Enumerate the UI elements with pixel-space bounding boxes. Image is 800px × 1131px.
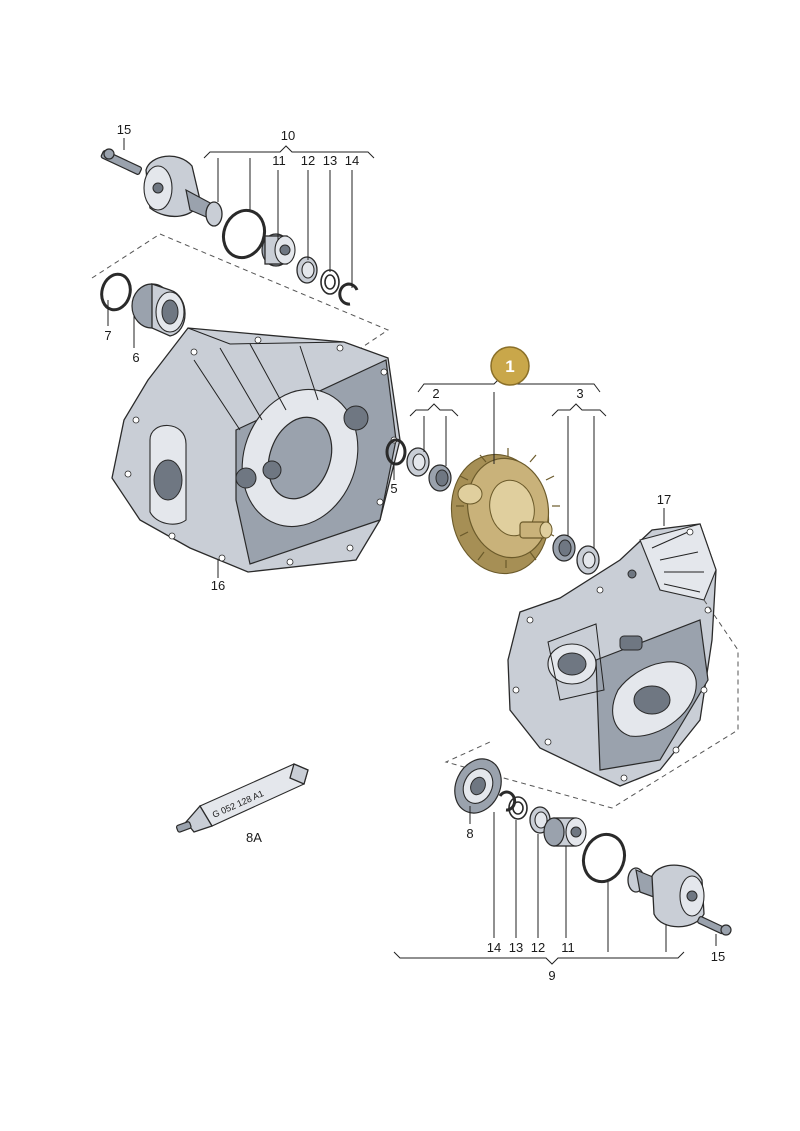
bearing-race-2[interactable] bbox=[406, 447, 430, 477]
callout-10: 10 bbox=[281, 128, 295, 143]
sealant-tube-8a[interactable]: G 052 128 A1 bbox=[175, 763, 309, 833]
seal-7[interactable] bbox=[98, 271, 134, 313]
callout-12-bottom: 12 bbox=[531, 940, 545, 955]
dashed-outline-right bbox=[444, 599, 739, 809]
callout-15-top: 15 bbox=[117, 122, 131, 137]
callout-11-top: 11 bbox=[272, 153, 286, 168]
callout-13-bottom: 13 bbox=[509, 940, 523, 955]
callout-9: 9 bbox=[548, 968, 555, 983]
shim-lower-13[interactable] bbox=[508, 796, 528, 820]
badge-number: 1 bbox=[505, 357, 514, 376]
callout-12-top: 12 bbox=[301, 153, 315, 168]
circlip-lower-14[interactable] bbox=[498, 790, 517, 812]
bearing-lower-11[interactable] bbox=[543, 817, 587, 847]
callout-14-top: 14 bbox=[345, 153, 359, 168]
bearing-upper-11[interactable] bbox=[261, 233, 296, 267]
differential-gear-1[interactable] bbox=[441, 445, 560, 582]
bearing-cone-3[interactable] bbox=[552, 534, 576, 562]
callout-11-bottom: 11 bbox=[561, 940, 575, 955]
seal-8[interactable] bbox=[446, 751, 510, 820]
shim-upper-13[interactable] bbox=[320, 269, 340, 295]
bearing-race-upper-12[interactable] bbox=[296, 256, 318, 284]
sleeve-6[interactable] bbox=[131, 283, 186, 337]
callout-8: 8 bbox=[466, 826, 473, 841]
transmission-housing-16[interactable] bbox=[111, 327, 401, 573]
callout-15-bottom: 15 bbox=[711, 949, 725, 964]
highlight-badge-1[interactable]: 1 bbox=[490, 346, 530, 386]
callout-7: 7 bbox=[104, 328, 111, 343]
callout-17: 17 bbox=[657, 492, 671, 507]
callout-5: 5 bbox=[390, 481, 397, 496]
callout-8a: 8A bbox=[246, 830, 262, 845]
shim-5[interactable] bbox=[385, 438, 407, 466]
callout-14-bottom: 14 bbox=[487, 940, 501, 955]
o-ring-upper[interactable] bbox=[217, 205, 271, 264]
transmission-housing-17[interactable] bbox=[507, 523, 717, 787]
circlip-upper-14[interactable] bbox=[338, 282, 359, 306]
callout-3: 3 bbox=[576, 386, 583, 401]
drive-flange-left[interactable] bbox=[100, 148, 223, 227]
bearing-race-3[interactable] bbox=[576, 545, 600, 575]
callout-13-top: 13 bbox=[323, 153, 337, 168]
callout-2: 2 bbox=[432, 386, 439, 401]
bearing-cone-2[interactable] bbox=[428, 464, 452, 492]
bolt-lower-15[interactable] bbox=[697, 916, 732, 936]
callout-16: 16 bbox=[211, 578, 225, 593]
dashed-outline-upper bbox=[91, 233, 390, 375]
callout-6: 6 bbox=[132, 350, 139, 365]
drive-flange-right[interactable] bbox=[627, 864, 705, 928]
o-ring-lower[interactable] bbox=[577, 829, 631, 888]
